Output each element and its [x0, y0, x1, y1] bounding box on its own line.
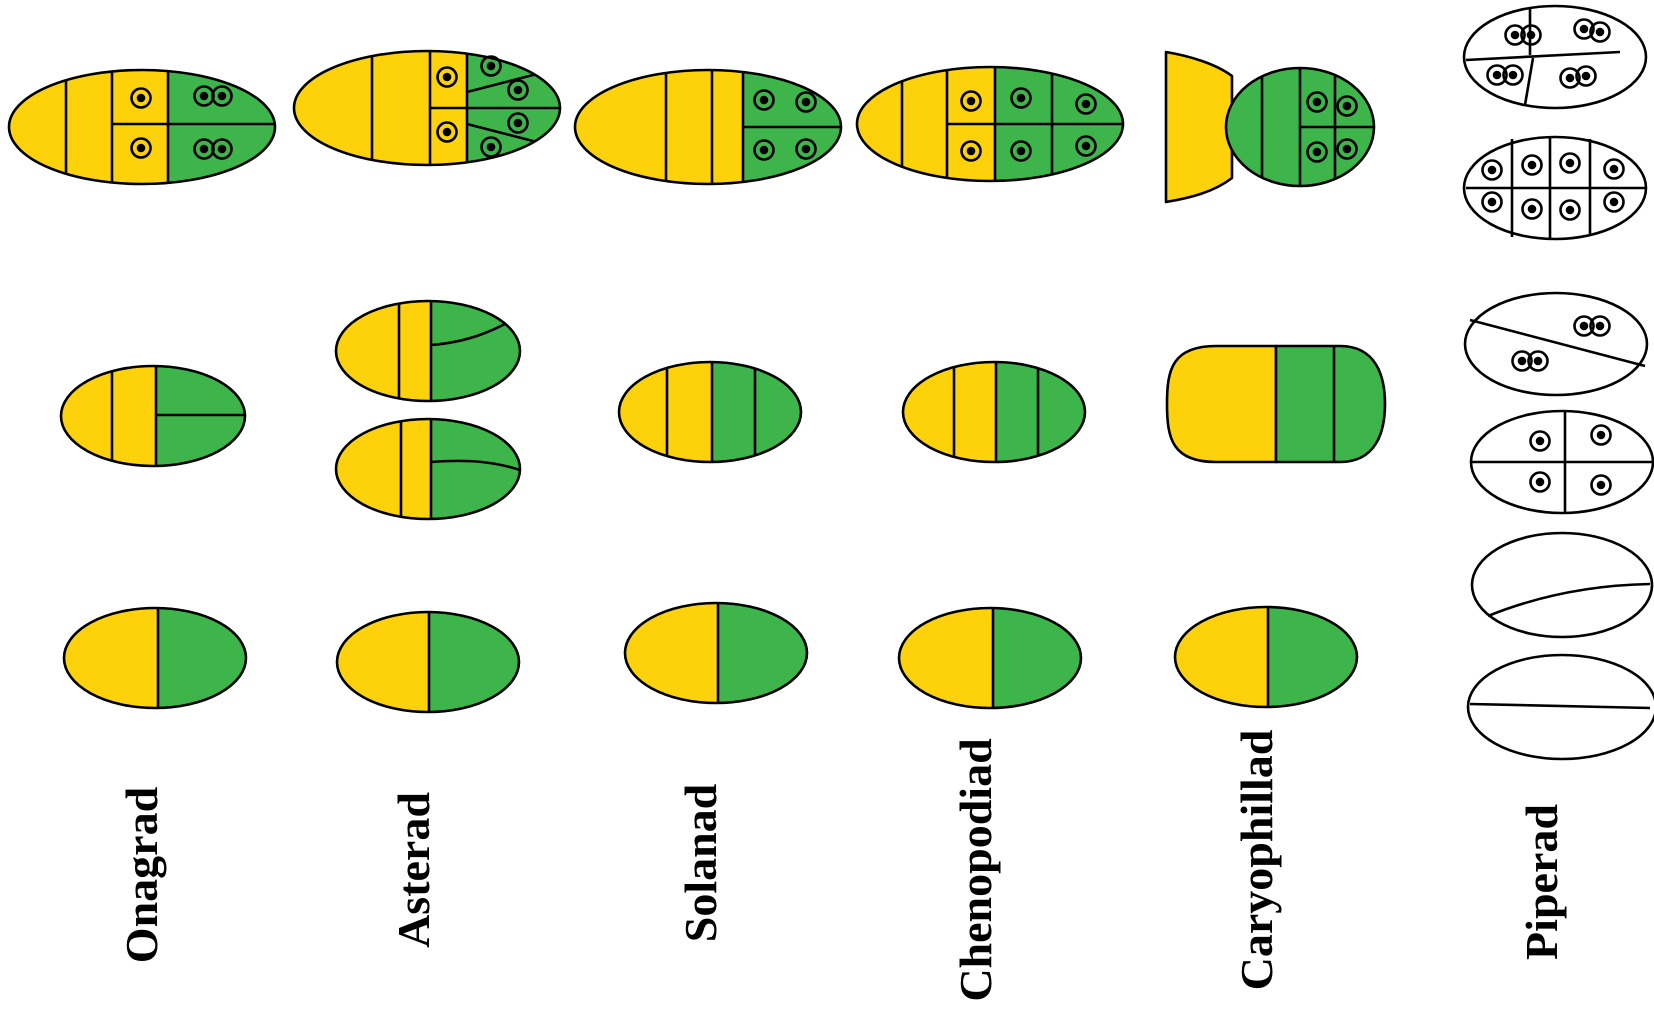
onagrad-embryo-quadrant [59, 364, 247, 468]
piperad-embryo-two-cell-2 [1466, 653, 1654, 761]
caryophillad-embryo-mature [1164, 50, 1376, 204]
caryophillad-embryo-two-cell [1173, 605, 1359, 709]
solanad-embryo-mature [573, 68, 843, 186]
chenopodiad-embryo-two-cell [897, 606, 1083, 710]
onagrad-embryo-mature [7, 68, 277, 186]
solanad-embryo-quadrant [617, 360, 803, 464]
piperad-embryo-mature-1 [1462, 4, 1648, 110]
label-asterad: Asterad [388, 792, 439, 948]
piperad-embryo-quadrant-2 [1469, 409, 1654, 515]
caryophillad-embryo-quadrant [1165, 344, 1387, 464]
asterad-embryo-quadrant-2 [334, 417, 522, 521]
label-piperad: Piperad [1516, 804, 1567, 960]
onagrad-embryo-two-cell [62, 606, 248, 710]
label-caryophillad: Caryophillad [1231, 729, 1282, 990]
solanad-embryo-two-cell [623, 601, 809, 705]
label-onagrad: Onagrad [116, 786, 167, 963]
asterad-embryo-quadrant-1 [334, 299, 522, 403]
chenopodiad-embryo-quadrant [901, 360, 1087, 464]
piperad-embryo-quadrant-1 [1463, 291, 1649, 397]
asterad-embryo-two-cell [335, 610, 521, 714]
piperad-embryo-two-cell-1 [1470, 531, 1654, 639]
label-solanad: Solanad [675, 783, 726, 942]
asterad-embryo-mature [292, 49, 562, 167]
label-chenopodiad: Chenopodiad [950, 738, 1001, 1002]
chenopodiad-embryo-mature [855, 65, 1125, 183]
piperad-embryo-mature-2 [1462, 135, 1648, 241]
